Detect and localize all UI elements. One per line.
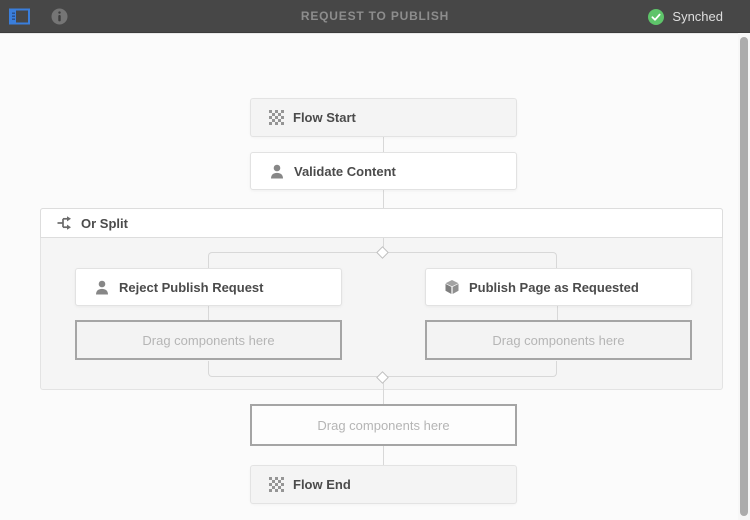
check-circle-icon <box>648 8 665 25</box>
scrollbar-thumb[interactable] <box>740 37 748 516</box>
info-icon[interactable] <box>51 8 68 25</box>
dropzone-label: Drag components here <box>317 417 450 433</box>
connector-line <box>383 137 384 152</box>
dropzone-bottom[interactable]: Drag components here <box>250 404 517 446</box>
connector-line <box>208 306 209 320</box>
dropzone-label: Drag components here <box>142 332 275 348</box>
checkerboard-icon <box>269 477 284 492</box>
user-icon <box>96 280 108 294</box>
sync-status-label: Synched <box>672 9 723 24</box>
connector-line <box>383 446 384 465</box>
dropzone-right[interactable]: Drag components here <box>425 320 692 360</box>
topbar: REQUEST TO PUBLISH Synched <box>0 0 750 33</box>
node-label: Validate Content <box>294 163 396 179</box>
side-panel-toggle-icon[interactable] <box>9 8 31 25</box>
package-icon <box>445 280 459 294</box>
user-icon <box>271 164 283 178</box>
node-label: Publish Page as Requested <box>469 279 639 295</box>
node-validate-content[interactable]: Validate Content <box>250 152 517 190</box>
node-flow-end[interactable]: Flow End <box>250 465 517 504</box>
node-label: Or Split <box>81 215 128 231</box>
node-flow-start[interactable]: Flow Start <box>250 98 517 137</box>
node-label: Flow End <box>293 477 351 492</box>
split-icon <box>57 216 71 230</box>
page-title: REQUEST TO PUBLISH <box>300 9 450 23</box>
vertical-scrollbar <box>738 33 750 520</box>
dropzone-label: Drag components here <box>492 332 625 348</box>
dropzone-left[interactable]: Drag components here <box>75 320 342 360</box>
connector-line <box>383 238 384 249</box>
node-reject-publish-request[interactable]: Reject Publish Request <box>75 268 342 306</box>
node-label: Reject Publish Request <box>119 279 264 295</box>
node-label: Flow Start <box>293 110 356 125</box>
connector-line <box>383 381 384 404</box>
connector-line <box>383 190 384 208</box>
node-publish-page-as-requested[interactable]: Publish Page as Requested <box>425 268 692 306</box>
sync-status: Synched <box>648 0 723 33</box>
checkerboard-icon <box>269 110 284 125</box>
node-or-split[interactable]: Or Split <box>40 208 723 238</box>
connector-line <box>557 306 558 320</box>
